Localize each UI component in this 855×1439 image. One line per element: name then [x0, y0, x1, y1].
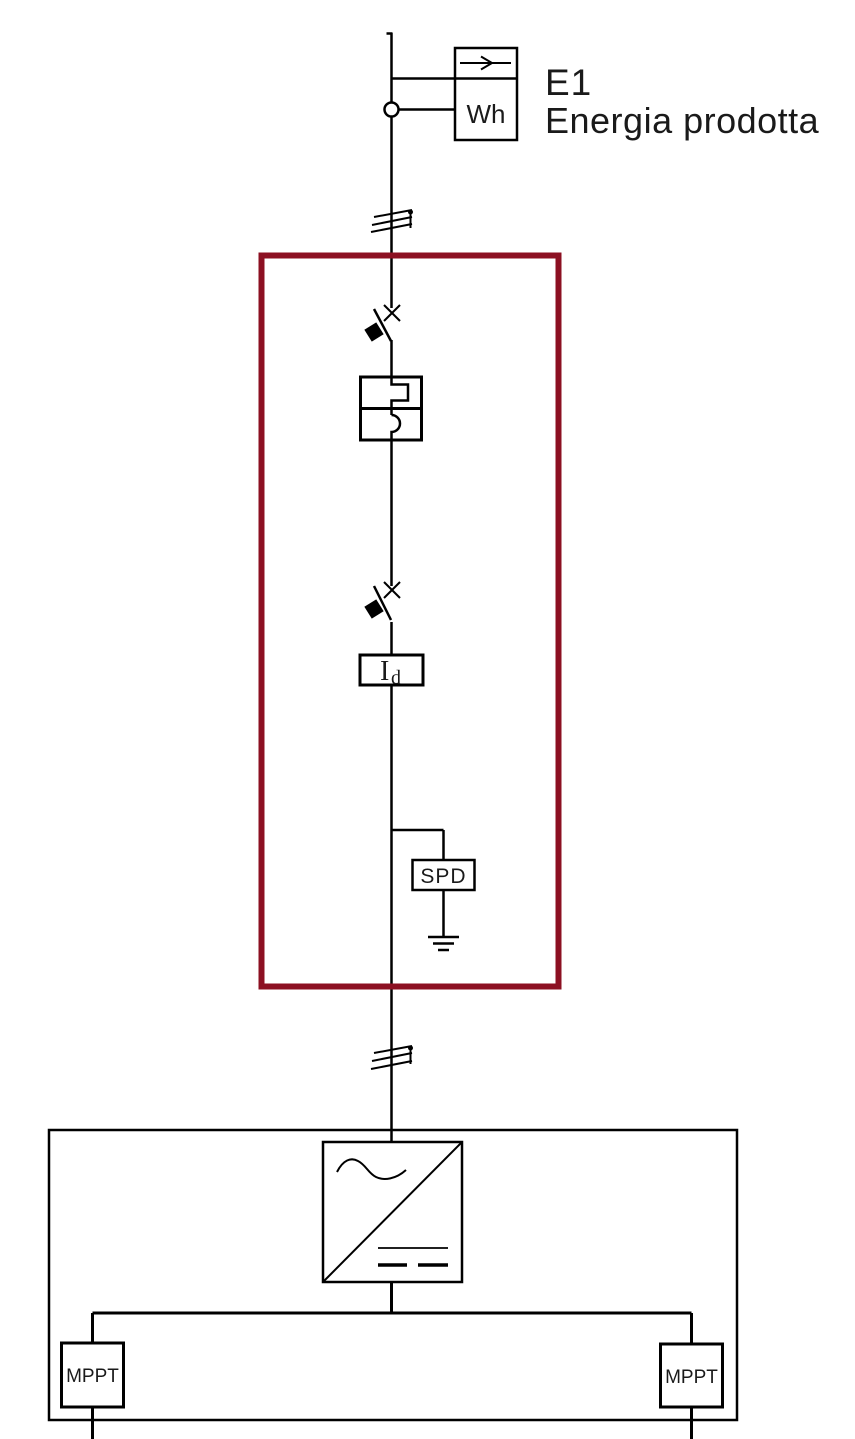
- meter-unit-label: Wh: [467, 99, 506, 129]
- differential-relay: I d: [358, 653, 425, 689]
- relay-symbol: I: [380, 656, 389, 687]
- energy-meter: Wh: [383, 46, 519, 142]
- contact-cross: [383, 304, 401, 322]
- earth-ground-icon: [428, 935, 459, 952]
- thermal-trip-arc: [390, 413, 402, 440]
- meter-id-label: E1: [545, 62, 592, 103]
- cable-marker-bottom: [370, 1045, 413, 1070]
- mppt-left: MPPT: [60, 1341, 125, 1439]
- breaker-blade: [372, 308, 393, 342]
- magnetic-trip-hook: [390, 377, 410, 415]
- breaker-square: [364, 322, 384, 342]
- meter-labels: E1 Energia prodotta: [545, 62, 820, 141]
- spd-branch: SPD: [391, 828, 476, 952]
- protection-panel-frame: [258, 252, 562, 990]
- spd-label: SPD: [420, 865, 466, 888]
- cable-flag-dot: [408, 1045, 413, 1051]
- inverter: [321, 1140, 464, 1284]
- cable-marker-top: [370, 209, 413, 233]
- inverter-diagonal: [322, 1141, 463, 1283]
- breaker-blade: [372, 585, 393, 621]
- circuit-breaker-2: [364, 581, 401, 621]
- pv-generator-box: [47, 1128, 739, 1422]
- connection-node: [383, 101, 400, 118]
- contact-cross: [383, 581, 401, 599]
- dc-symbol-icon: [378, 1247, 448, 1267]
- conductor-slash: [371, 216, 413, 226]
- conductor-slash: [373, 1045, 413, 1054]
- mppt-right-label: MPPT: [665, 1367, 718, 1388]
- ac-sine-icon: [336, 1158, 407, 1180]
- dc-bus: [91, 1282, 693, 1344]
- circuit-breaker-1: [364, 304, 401, 342]
- thermal-magnetic-trip: [359, 375, 423, 442]
- energy-flow-arrow-icon: [460, 55, 511, 71]
- meter-box: [453, 46, 519, 142]
- relay-box: [358, 653, 425, 687]
- breaker-square: [364, 599, 384, 619]
- relay-subscript: d: [391, 667, 401, 689]
- mppt-right: MPPT: [659, 1342, 724, 1439]
- conductor-slash: [370, 1060, 413, 1070]
- conductor-slash: [373, 209, 413, 218]
- cable-flag-dot: [408, 209, 413, 215]
- conductor-slash: [370, 223, 413, 233]
- mppt-left-label: MPPT: [66, 1366, 119, 1387]
- meter-description-label: Energia prodotta: [545, 100, 820, 141]
- conductor-slash: [371, 1052, 413, 1062]
